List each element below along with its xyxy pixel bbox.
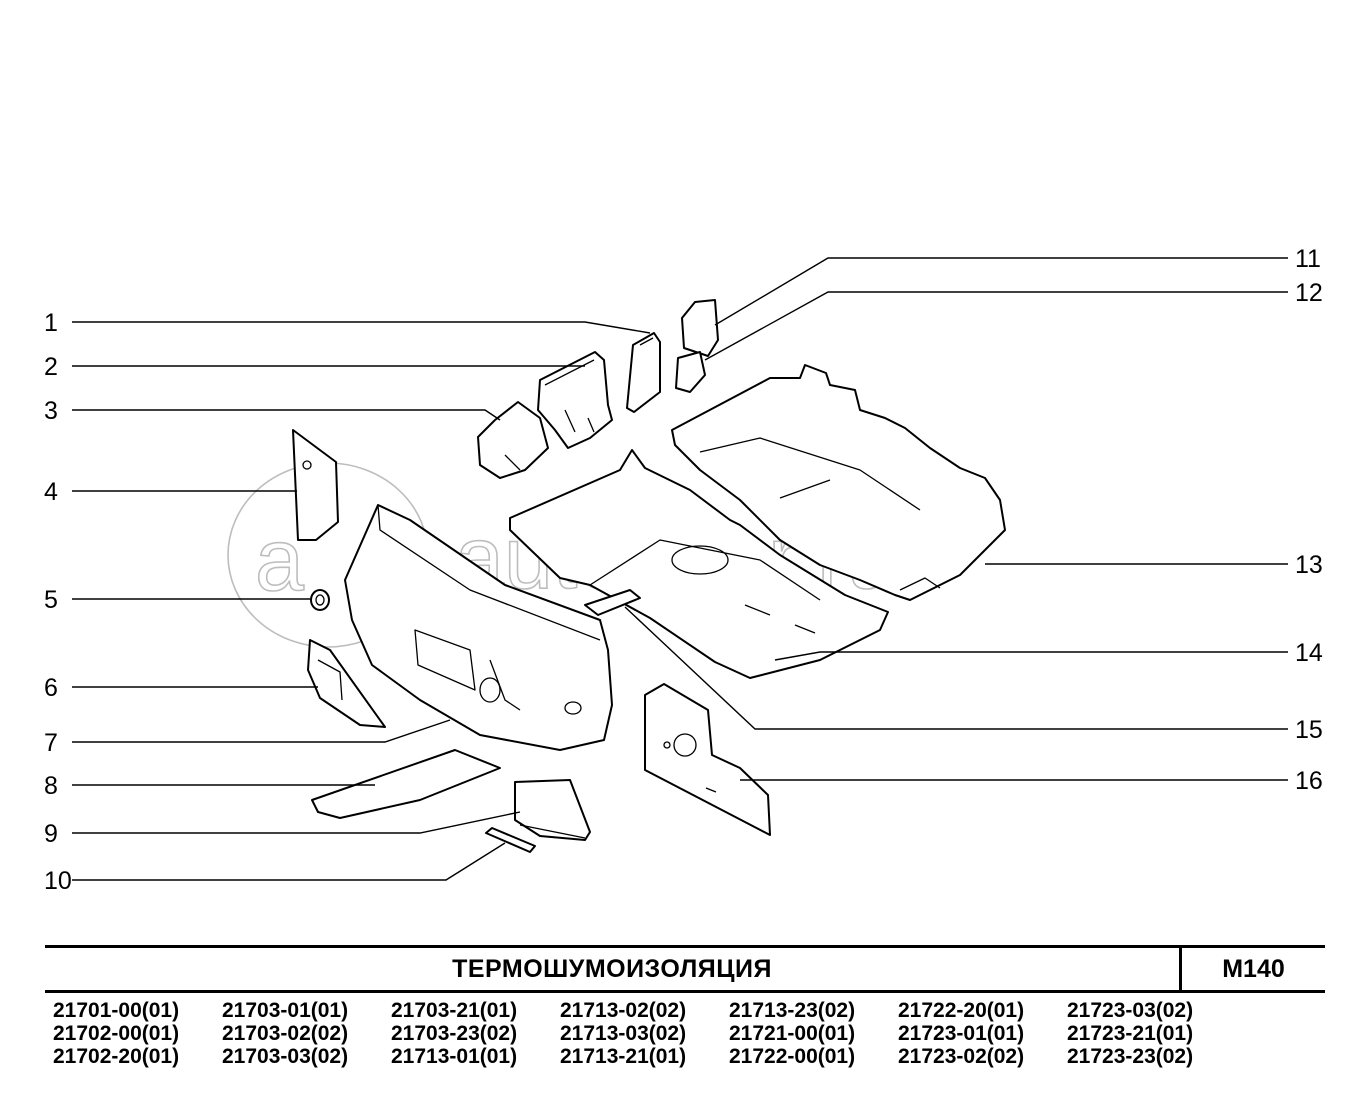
part-13-rear-floor-carpet	[671, 364, 1006, 601]
model-code: 21713-23(02)	[729, 999, 856, 1022]
model-code: 21723-01(01)	[898, 1022, 1025, 1045]
model-code: 21703-01(01)	[222, 999, 349, 1022]
title-block: ТЕРМОШУМОИЗОЛЯЦИЯ M140 21701-00(01) 2170…	[45, 945, 1325, 1068]
parts-diagram: a autopiter.ru	[44, 245, 1323, 895]
model-code: 21722-20(01)	[898, 999, 1025, 1022]
callout-15: 15	[1295, 716, 1323, 744]
model-code: 21702-20(01)	[53, 1045, 180, 1068]
part-7-dash-panel-insulation	[344, 504, 613, 751]
callout-5: 5	[44, 586, 58, 614]
callout-3: 3	[44, 397, 58, 425]
model-code: 21703-03(02)	[222, 1045, 349, 1068]
part-2-insulation-pad	[537, 351, 613, 449]
part-12-insulation-pad	[675, 351, 706, 393]
model-code: 21701-00(01)	[53, 999, 180, 1022]
part-4-insulation-sheet	[292, 429, 339, 541]
leader-lines	[72, 257, 1288, 881]
part-11-insulation-pad	[681, 299, 719, 357]
model-code: 21713-03(02)	[560, 1022, 687, 1045]
part-14-front-floor-carpet	[509, 449, 889, 679]
part-6-insulation-pad	[307, 639, 386, 728]
model-code: 21702-00(01)	[53, 1022, 180, 1045]
part-8-floor-strip	[311, 749, 501, 819]
callout-9: 9	[44, 820, 58, 848]
part-9-tunnel-pad	[514, 779, 591, 841]
model-code: 21723-03(02)	[1067, 999, 1194, 1022]
page-title: ТЕРМОШУМОИЗОЛЯЦИЯ	[45, 948, 1182, 990]
callout-1: 1	[44, 309, 58, 337]
callout-13: 13	[1295, 551, 1323, 579]
part-10-strip	[485, 827, 536, 853]
callout-7: 7	[44, 729, 58, 757]
section-code: M140	[1222, 955, 1285, 983]
callout-8: 8	[44, 772, 58, 800]
part-15-tunnel-strip	[584, 589, 641, 616]
callout-labels: 1 2 3 4 5 6 7 8 9 10 11 12 13 14 15 16	[44, 245, 1323, 895]
model-code: 21713-02(02)	[560, 999, 687, 1022]
model-code: 21723-21(01)	[1067, 1022, 1194, 1045]
model-list: 21701-00(01) 21703-01(01) 21703-21(01) 2…	[45, 993, 1325, 1068]
model-code: 21713-21(01)	[560, 1045, 687, 1068]
model-code: 21723-02(02)	[898, 1045, 1025, 1068]
model-code: 21703-02(02)	[222, 1022, 349, 1045]
callout-6: 6	[44, 674, 58, 702]
model-code: 21721-00(01)	[729, 1022, 856, 1045]
title-row: ТЕРМОШУМОИЗОЛЯЦИЯ M140	[45, 945, 1325, 993]
callout-16: 16	[1295, 767, 1323, 795]
callout-2: 2	[44, 353, 58, 381]
part-1-insulation-pad	[626, 332, 661, 413]
model-code: 21722-00(01)	[729, 1045, 856, 1068]
part-5-clip	[310, 589, 330, 611]
callout-10: 10	[44, 867, 72, 895]
callout-11: 11	[1295, 245, 1321, 273]
callout-4: 4	[44, 478, 58, 506]
model-code: 21723-23(02)	[1067, 1045, 1194, 1068]
model-code: 21703-21(01)	[391, 999, 518, 1022]
model-code: 21703-23(02)	[391, 1022, 518, 1045]
callout-14: 14	[1295, 639, 1323, 667]
part-3-insulation-pad	[477, 401, 549, 479]
callout-12: 12	[1295, 279, 1323, 307]
part-16-side-insulation	[644, 683, 771, 836]
model-code: 21713-01(01)	[391, 1045, 518, 1068]
